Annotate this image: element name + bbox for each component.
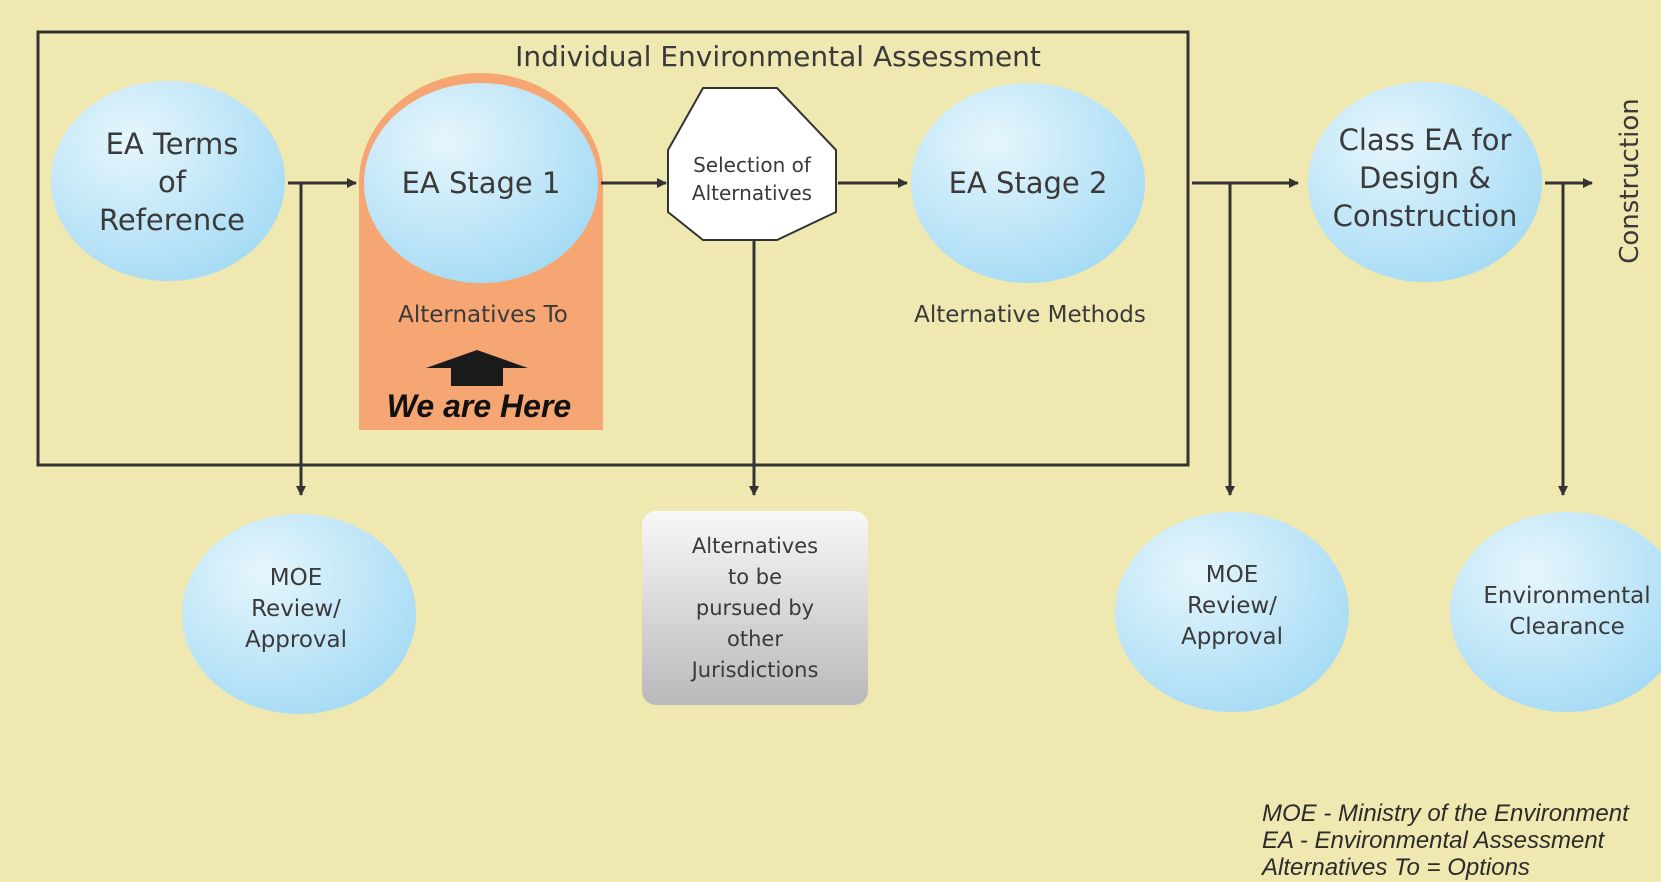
jurisdictions-line-1: Alternatives: [692, 534, 818, 558]
class-ea-line-3: Construction: [1333, 199, 1518, 233]
other-jurisdictions-box: [642, 511, 868, 705]
ea-stage-2-ellipse: [911, 83, 1145, 283]
clearance-line-2: Clearance: [1509, 614, 1625, 640]
class-ea-line-1: Class EA for: [1339, 123, 1512, 157]
ea-terms-of-reference-ellipse: [51, 81, 285, 281]
environmental-clearance-ellipse: [1450, 512, 1661, 712]
jurisdictions-line-5: Jurisdictions: [690, 658, 819, 682]
moe-right-line-3: Approval: [1181, 624, 1283, 650]
moe-review-left-ellipse: [182, 514, 416, 714]
stage2-label: EA Stage 2: [949, 166, 1108, 200]
stage2-caption: Alternative Methods: [914, 302, 1146, 328]
we-are-here-label: We are Here: [387, 388, 571, 424]
moe-left-line-1: MOE: [270, 565, 322, 591]
class-ea-ellipse: [1308, 82, 1542, 282]
moe-left-line-2: Review/: [251, 596, 341, 622]
tor-line-3: Reference: [99, 203, 245, 237]
construction-label: Construction: [1615, 98, 1645, 264]
selection-line-2: Alternatives: [692, 181, 812, 205]
box-title: Individual Environmental Assessment: [515, 40, 1041, 73]
moe-right-line-2: Review/: [1187, 593, 1277, 619]
class-ea-line-2: Design &: [1359, 161, 1491, 195]
jurisdictions-line-3: pursued by: [696, 596, 814, 620]
legend-moe: MOE - Ministry of the Environment: [1262, 800, 1629, 827]
legend-ea: EA - Environmental Assessment: [1262, 827, 1605, 854]
moe-left-line-3: Approval: [245, 627, 347, 653]
individual-ea-box: [36, 30, 1190, 467]
tor-line-2: of: [158, 165, 187, 199]
legend: MOE - Ministry of the Environment EA - E…: [1262, 800, 1629, 881]
stage1-label: EA Stage 1: [402, 166, 561, 200]
jurisdictions-line-2: to be: [728, 565, 782, 589]
stage1-caption: Alternatives To: [398, 302, 568, 328]
clearance-line-1: Environmental: [1483, 583, 1650, 609]
tor-line-1: EA Terms: [106, 127, 239, 161]
jurisdictions-line-4: other: [727, 627, 783, 651]
ea-stage-1-ellipse: [364, 83, 598, 283]
legend-alternatives-to: Alternatives To = Options: [1262, 854, 1530, 881]
selection-of-alternatives-octagon: [667, 87, 837, 241]
moe-review-right-ellipse: [1115, 512, 1349, 712]
we-are-here-arrow-icon: [426, 350, 528, 386]
selection-line-1: Selection of: [693, 153, 812, 177]
moe-right-line-1: MOE: [1206, 562, 1258, 588]
